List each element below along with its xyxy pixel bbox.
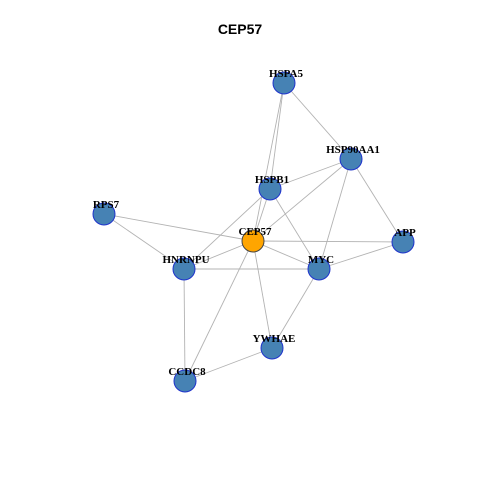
node-label-ywhae: YWHAE <box>253 333 296 345</box>
edge-hspa5-hspb1 <box>269 82 285 190</box>
nodes-layer <box>92 71 415 393</box>
node-label-cep57: CEP57 <box>239 226 273 238</box>
node-app <box>391 230 415 254</box>
edges-layer <box>103 82 404 382</box>
edge-hsp90aa1-hspb1 <box>269 158 352 190</box>
edge-hspa5-cep57 <box>252 82 285 242</box>
node-label-hspa5: HSPA5 <box>269 68 304 80</box>
edge-cep57-app <box>252 240 404 243</box>
node-myc <box>307 257 331 281</box>
edge-myc-ywhae <box>271 268 320 349</box>
node-label-hspb1: HSPB1 <box>255 174 289 186</box>
node-label-hnrnpu: HNRNPU <box>162 254 209 266</box>
edge-hnrnpu-ccdc8 <box>183 268 186 382</box>
edge-ywhae-ccdc8 <box>184 347 273 382</box>
edge-cep57-myc <box>252 240 320 270</box>
edge-cep57-ywhae <box>252 240 273 349</box>
edge-myc-app <box>318 241 404 270</box>
node-label-app: APP <box>394 227 416 239</box>
node-cep57 <box>241 229 265 253</box>
node-label-myc: MYC <box>308 254 334 266</box>
edge-hsp90aa1-cep57 <box>252 158 352 242</box>
graph-title: CEP57 <box>217 21 263 37</box>
node-hspb1 <box>258 177 282 201</box>
edge-hsp90aa1-myc <box>318 158 352 270</box>
edge-hsp90aa1-app <box>350 158 404 243</box>
node-hspa5 <box>272 71 296 95</box>
node-rps7 <box>92 202 116 226</box>
edge-hspb1-hnrnpu <box>183 188 271 270</box>
node-label-ccdc8: CCDC8 <box>168 366 206 378</box>
node-hsp90aa1 <box>339 147 363 171</box>
edge-rps7-hnrnpu <box>103 213 185 270</box>
node-ccdc8 <box>173 369 197 393</box>
node-hnrnpu <box>172 257 196 281</box>
node-ywhae <box>260 336 284 360</box>
edge-cep57-hnrnpu <box>183 240 254 270</box>
node-label-hsp90aa1: HSP90AA1 <box>326 144 380 156</box>
edge-rps7-cep57 <box>103 213 254 242</box>
edge-hspa5-hsp90aa1 <box>283 82 352 160</box>
node-label-rps7: RPS7 <box>93 199 120 211</box>
edge-hspb1-myc <box>269 188 320 270</box>
edge-cep57-ccdc8 <box>184 240 254 382</box>
